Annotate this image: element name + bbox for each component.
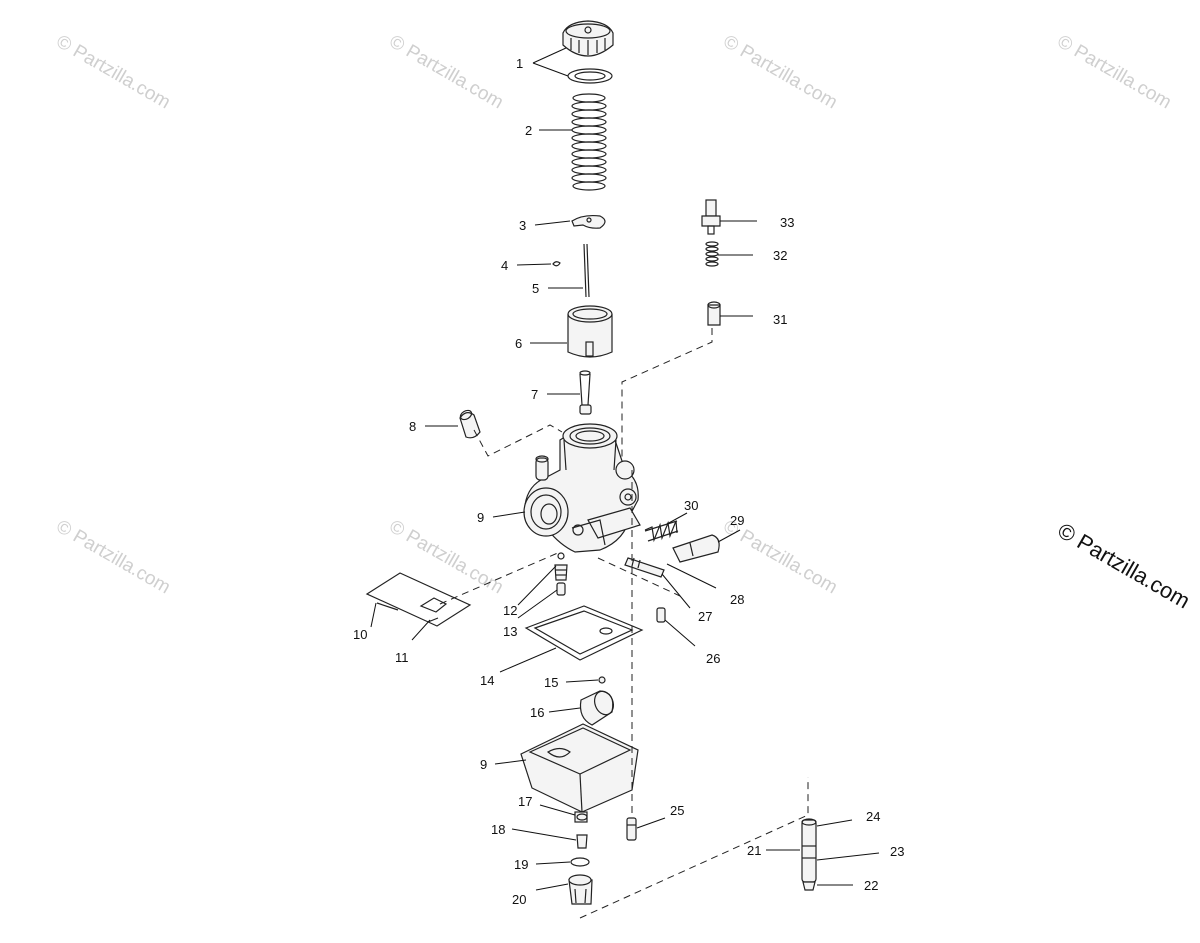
- callout-4: 4: [501, 258, 508, 273]
- callout-3: 3: [519, 218, 526, 233]
- callout-9-bowl: 9: [480, 757, 487, 772]
- watermark: © Partzilla.com: [53, 31, 174, 113]
- callout-19: 19: [514, 857, 528, 872]
- callout-16: 16: [530, 705, 544, 720]
- callout-2: 2: [525, 123, 532, 138]
- part-drain-stack: [568, 813, 593, 905]
- callout-6: 6: [515, 336, 522, 351]
- part-plate: [571, 214, 606, 229]
- parts: [365, 20, 817, 905]
- watermark: © Partzilla.com: [1054, 31, 1175, 113]
- part-boot: [459, 409, 481, 439]
- callout-29: 29: [730, 513, 744, 528]
- callout-27: 27: [698, 609, 712, 624]
- part-float-bowl: [520, 723, 639, 823]
- part-gasket-sheet: [365, 572, 472, 627]
- callout-32: 32: [773, 248, 787, 263]
- callout-17: 17: [518, 794, 532, 809]
- watermark: © Partzilla.com: [53, 516, 174, 598]
- callout-30: 30: [684, 498, 698, 513]
- part-bowl-gasket: [524, 605, 644, 661]
- callout-26: 26: [706, 651, 720, 666]
- part-cable-adjuster: [701, 199, 721, 235]
- watermark: © Partzilla.com: [720, 31, 841, 113]
- assembly-lines: [439, 328, 809, 919]
- callout-8: 8: [409, 419, 416, 434]
- part-idle-spring: [644, 520, 679, 543]
- watermark: © Partzilla.com: [386, 31, 507, 113]
- part-throttle-valve: [567, 305, 613, 358]
- callout-24: 24: [866, 809, 880, 824]
- callout-12: 12: [503, 603, 517, 618]
- part-pilot-screw: [624, 557, 665, 578]
- callout-10: 10: [353, 627, 367, 642]
- part-jets: [554, 552, 568, 596]
- callout-31: 31: [773, 312, 787, 327]
- part-cable-spring: [705, 241, 719, 267]
- part-pin: [598, 676, 606, 684]
- watermark: © Partzilla.com: [1054, 518, 1195, 614]
- callout-20: 20: [512, 892, 526, 907]
- part-needle-jet: [579, 370, 592, 415]
- watermark: © Partzilla.com: [720, 516, 841, 598]
- part-spring: [571, 93, 607, 191]
- part-carburetor-body: [523, 423, 641, 553]
- part-screw: [626, 817, 637, 841]
- part-idle-screw: [672, 534, 720, 563]
- part-clip-needle: [552, 243, 590, 298]
- callout-18: 18: [491, 822, 505, 837]
- callout-25: 25: [670, 803, 684, 818]
- part-adjuster: [707, 301, 721, 326]
- callout-9: 9: [477, 510, 484, 525]
- callout-23: 23: [890, 844, 904, 859]
- callout-33: 33: [780, 215, 794, 230]
- callout-15: 15: [544, 675, 558, 690]
- callout-7: 7: [531, 387, 538, 402]
- callout-21: 21: [747, 843, 761, 858]
- callouts: 1 2 3 4 5 6 7 8 9 10 11 12 13 14 15 16 9…: [353, 56, 904, 907]
- part-small-screw: [656, 607, 666, 623]
- part-cap: [562, 20, 614, 84]
- watermark: © Partzilla.com: [386, 516, 507, 598]
- callout-1: 1: [516, 56, 523, 71]
- part-pipe: [801, 818, 817, 891]
- callout-22: 22: [864, 878, 878, 893]
- callout-28: 28: [730, 592, 744, 607]
- callout-14: 14: [480, 673, 494, 688]
- leader-lines: [370, 47, 880, 891]
- callout-5: 5: [532, 281, 539, 296]
- callout-13: 13: [503, 624, 517, 639]
- callout-11: 11: [395, 650, 409, 665]
- part-float: [579, 690, 615, 726]
